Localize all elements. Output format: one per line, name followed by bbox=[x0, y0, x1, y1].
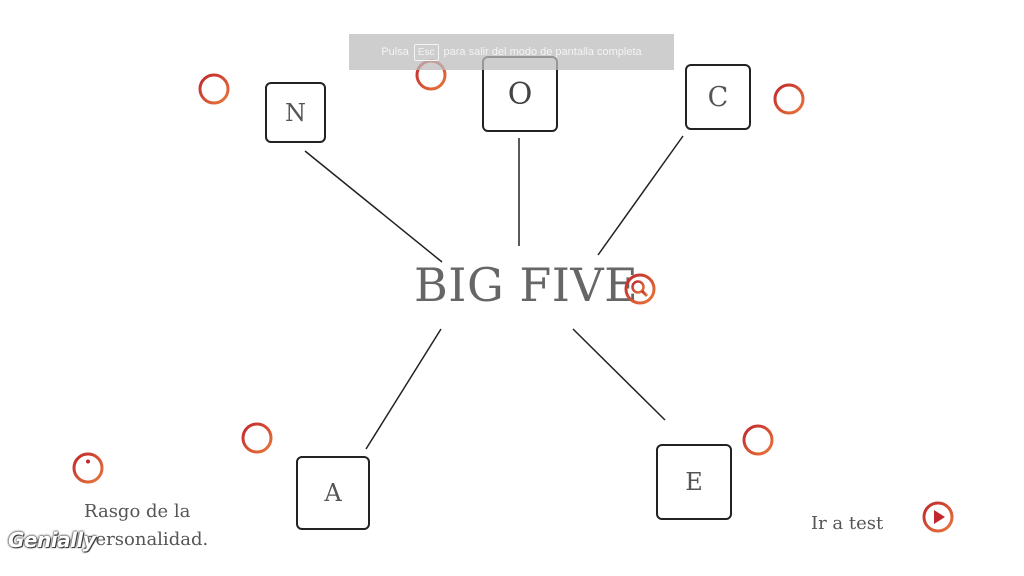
caption-line-2: personalidad. bbox=[84, 529, 209, 550]
esc-key-badge: Esc bbox=[413, 43, 439, 61]
trait-box-e: E bbox=[656, 444, 732, 520]
trait-label-o: O bbox=[507, 76, 533, 112]
genially-logo[interactable]: Genially bbox=[8, 528, 96, 552]
line-n bbox=[304, 150, 443, 263]
plus-icon bbox=[773, 83, 805, 115]
search-button[interactable] bbox=[623, 272, 657, 306]
info-caption: Rasgo de la personalidad. bbox=[84, 498, 208, 554]
trait-label-c: C bbox=[707, 81, 729, 113]
plus-button-e[interactable] bbox=[741, 423, 775, 457]
trait-label-a: A bbox=[324, 479, 342, 507]
notice-prefix: Pulsa bbox=[381, 46, 409, 58]
caption-line-1: Rasgo de la bbox=[84, 501, 191, 522]
plus-button-c[interactable] bbox=[772, 82, 806, 116]
notice-suffix: para salir del modo de pantalla completa bbox=[443, 46, 642, 58]
plus-icon bbox=[241, 422, 273, 454]
trait-label-n: N bbox=[285, 98, 306, 127]
fullscreen-notice: Pulsa Esc para salir del modo de pantall… bbox=[349, 34, 674, 70]
trait-box-c: C bbox=[685, 64, 751, 130]
line-e bbox=[572, 328, 666, 421]
plus-button-a[interactable] bbox=[240, 421, 274, 455]
trait-box-n: N bbox=[265, 82, 326, 143]
trait-box-a: A bbox=[296, 456, 370, 530]
info-button[interactable] bbox=[71, 451, 105, 485]
plus-icon bbox=[198, 73, 230, 105]
plus-icon bbox=[742, 424, 774, 456]
trait-label-e: E bbox=[685, 468, 703, 496]
line-a bbox=[365, 328, 442, 450]
play-button[interactable] bbox=[921, 500, 955, 534]
page-title: BIG FIVE bbox=[414, 258, 639, 312]
line-c bbox=[597, 135, 684, 256]
test-link-label[interactable]: Ir a test bbox=[811, 513, 884, 534]
info-icon bbox=[72, 452, 104, 484]
plus-button-n[interactable] bbox=[197, 72, 231, 106]
play-icon bbox=[922, 501, 954, 533]
search-icon bbox=[624, 273, 656, 305]
